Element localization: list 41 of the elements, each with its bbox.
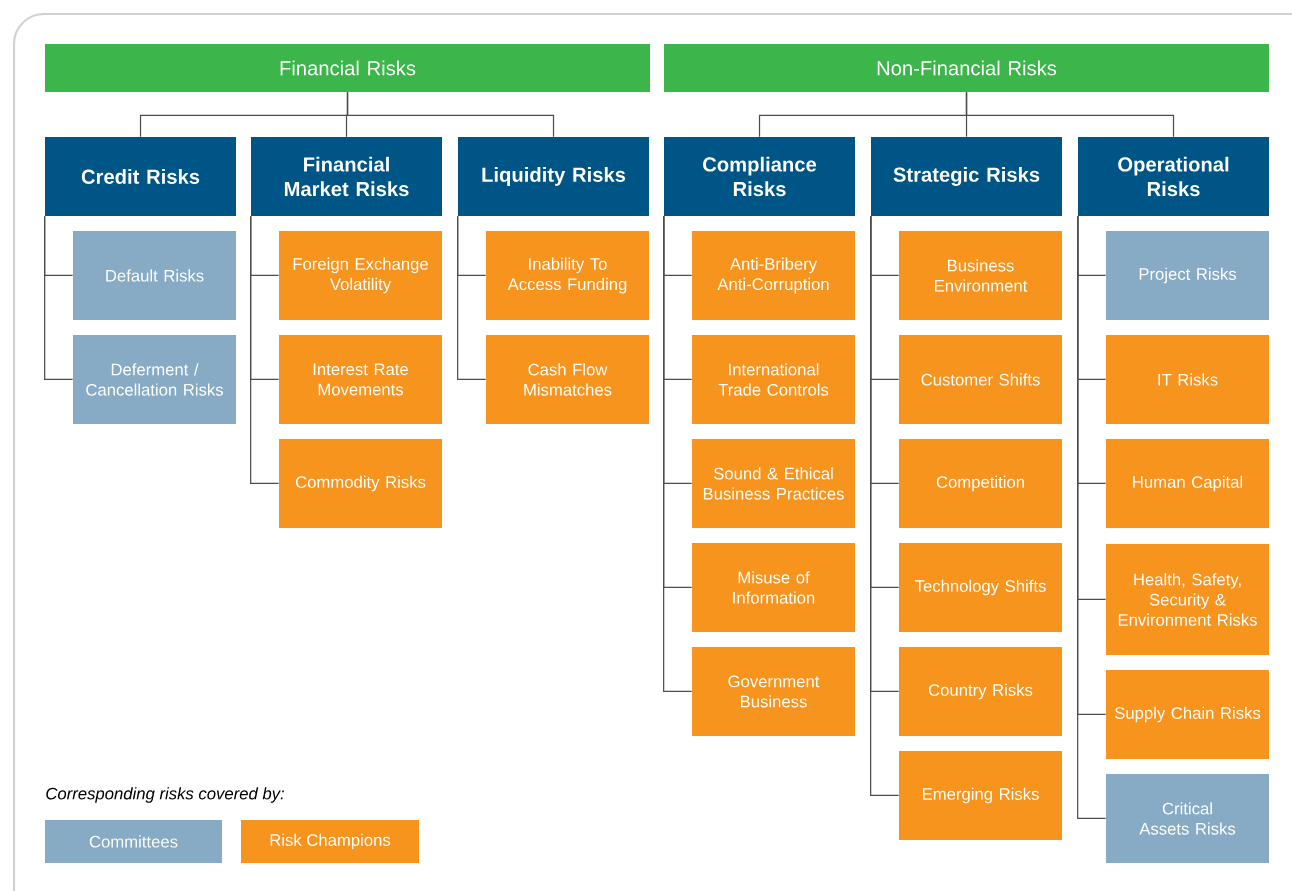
risk-box: Cash Flow Mismatches [486, 335, 649, 424]
category-header: Financial Market Risks [251, 137, 442, 216]
legend-heading: Corresponding risks covered by: [46, 787, 285, 803]
risk-box: Deferment / Cancellation Risks [73, 335, 236, 424]
risk-box: Project Risks [1106, 231, 1269, 320]
risk-box: Country Risks [899, 647, 1062, 736]
connector-line [870, 215, 900, 797]
category-header: Compliance Risks [664, 137, 855, 216]
risk-box: Foreign Exchange Volatility [279, 231, 442, 320]
category-band: Non-Financial Risks [664, 44, 1269, 92]
connector-line [250, 215, 280, 485]
risk-box: Inability To Access Funding [486, 231, 649, 320]
risk-box: Anti-Bribery Anti-Corruption [692, 231, 855, 320]
connector-line [965, 91, 1175, 138]
category-header: Strategic Risks [871, 137, 1062, 216]
category-header: Operational Risks [1078, 137, 1269, 216]
risk-box: Critical Assets Risks [1106, 774, 1269, 863]
risk-box: Interest Rate Movements [279, 335, 442, 424]
connector-line [663, 215, 693, 693]
connector-line [44, 215, 74, 381]
risk-box: Supply Chain Risks [1106, 670, 1269, 759]
risk-box: Customer Shifts [899, 335, 1062, 424]
risk-box: Commodity Risks [279, 439, 442, 528]
risk-box: International Trade Controls [692, 335, 855, 424]
connector-line [1077, 215, 1107, 820]
risk-box: Emerging Risks [899, 751, 1062, 840]
category-header: Credit Risks [45, 137, 236, 216]
risk-box: Default Risks [73, 231, 236, 320]
risk-box: Competition [899, 439, 1062, 528]
category-band: Financial Risks [45, 44, 650, 92]
risk-box: Human Capital [1106, 439, 1269, 528]
category-header: Liquidity Risks [458, 137, 649, 216]
risk-box: Government Business [692, 647, 855, 736]
risk-box: Technology Shifts [899, 543, 1062, 632]
risk-box: Sound & Ethical Business Practices [692, 439, 855, 528]
connector-line [346, 91, 555, 138]
connector-line [457, 215, 487, 381]
risk-box: Business Environment [899, 231, 1062, 320]
risk-box: Misuse of Information [692, 543, 855, 632]
risk-box: IT Risks [1106, 335, 1269, 424]
risk-box: Health, Safety, Security & Environment Risks [1106, 544, 1269, 655]
